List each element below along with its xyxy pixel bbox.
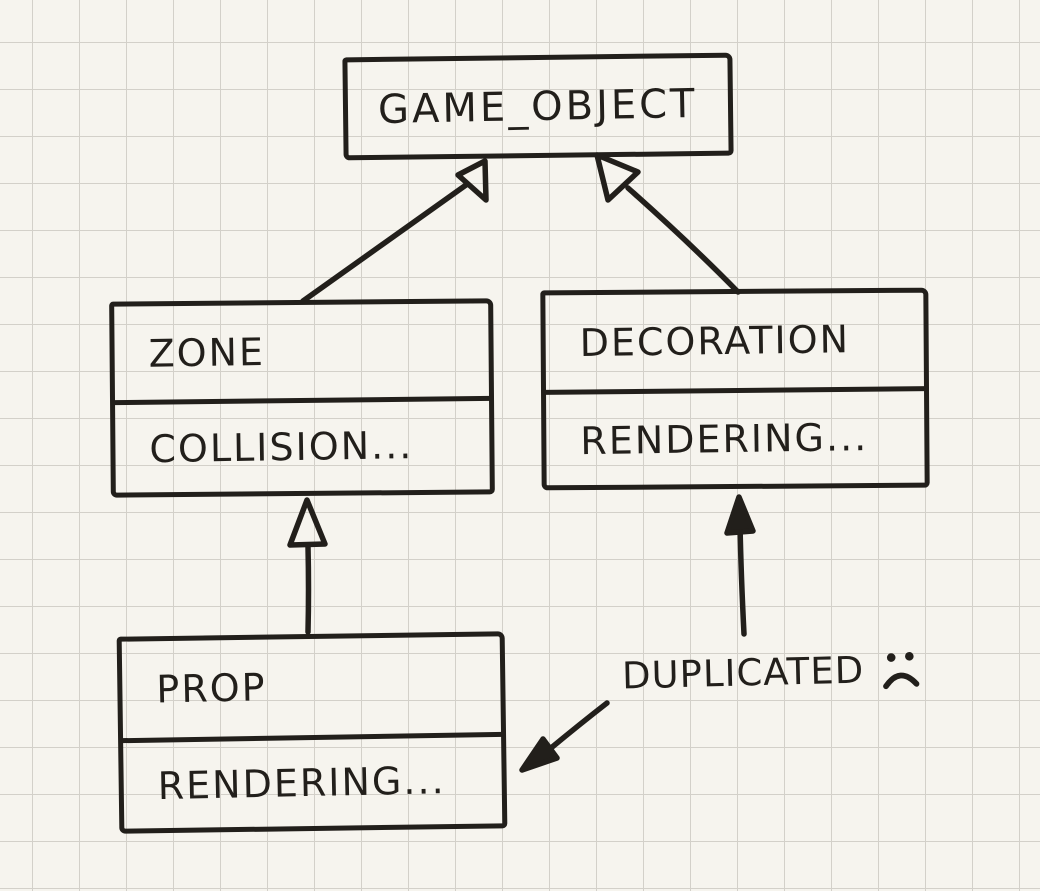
inheritance-arrow-zone-to-game-object (300, 158, 489, 304)
annotation-duplicated: DUPLICATED (622, 645, 923, 698)
class-detail-row: RENDERING... (546, 392, 925, 486)
class-box-game-object: GAME_OBJECT (342, 52, 734, 161)
class-name-prop: PROP (155, 665, 267, 712)
class-box-zone: ZONE COLLISION... (109, 298, 495, 498)
annotation-label: DUPLICATED (621, 648, 865, 697)
class-name-row: DECORATION (545, 293, 924, 390)
pointer-arrow-duplicated-to-prop-rendering (519, 700, 610, 773)
class-name-zone: ZONE (148, 329, 266, 376)
class-name-row: PROP (122, 636, 501, 737)
class-name-game-object: GAME_OBJECT (377, 80, 699, 133)
sad-face-icon (883, 651, 920, 690)
class-detail-decoration-rendering: RENDERING... (580, 414, 869, 463)
inheritance-arrow-prop-to-zone (287, 497, 328, 635)
class-detail-prop-rendering: RENDERING... (157, 758, 446, 809)
class-name-row: ZONE (114, 303, 489, 399)
pointer-arrow-duplicated-to-decoration-rendering (724, 494, 756, 637)
class-box-decoration: DECORATION RENDERING... (540, 287, 930, 491)
class-detail-row: RENDERING... (123, 737, 502, 828)
class-name-decoration: DECORATION (579, 317, 851, 366)
inheritance-arrow-decoration-to-game-object (594, 152, 741, 295)
class-detail-zone-collision: COLLISION... (149, 423, 414, 472)
class-box-prop: PROP RENDERING... (116, 631, 508, 834)
class-detail-row: COLLISION... (115, 401, 490, 492)
